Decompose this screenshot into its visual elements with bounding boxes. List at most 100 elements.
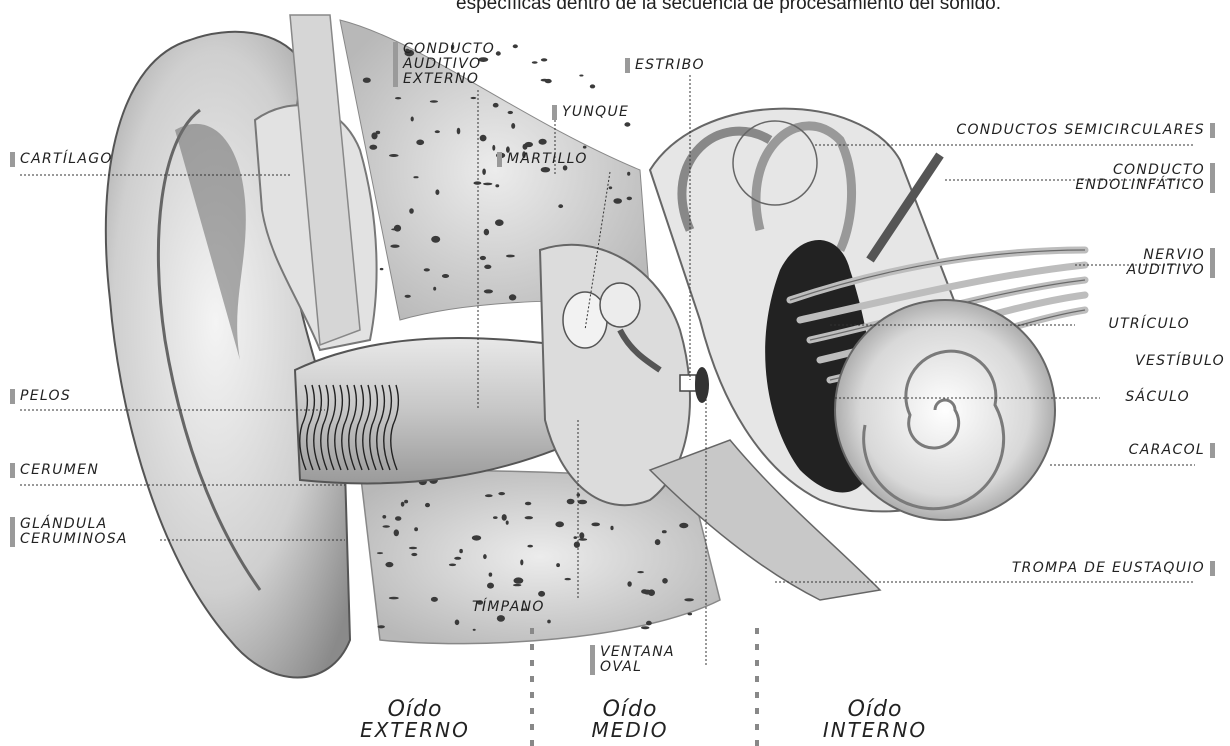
bone-speckle [578,538,587,540]
bone-speckle [411,117,414,122]
bone-speckle [487,583,494,589]
bone-speckle [574,536,578,539]
bone-speckle [497,615,505,622]
label-glandula-ceruminosa: GLÁNDULA CERUMINOSA [10,517,128,547]
bone-speckle [624,122,630,126]
bone-speckle [627,197,632,201]
bone-speckle [525,502,531,506]
label-timpano: TÍMPANO [472,600,545,615]
bone-speckle [525,142,533,147]
bone-speckle [578,500,587,505]
bone-speckle [579,75,583,77]
bone-speckle [556,563,560,567]
bone-speckle [425,503,430,507]
label-ventana-oval: VENTANA OVAL [590,645,675,675]
section-oido-medio: Oído MEDIO [565,700,695,740]
bone-speckle [541,167,550,172]
bone-speckle [409,547,417,549]
bone-speckle [579,532,584,539]
bone-speckle [395,516,401,521]
bone-speckle [662,578,668,584]
bone-speckle [431,236,440,243]
bone-speckle [459,549,463,553]
label-line: AUDITIVO [1127,262,1205,278]
label-line: OVAL [600,659,642,675]
bone-speckle [541,79,549,82]
bone-speckle [489,573,493,577]
bone-speckle [511,123,515,129]
bone-speckle [558,204,563,208]
bone-speckle [435,130,440,133]
bone-speckle [520,559,523,565]
bone-speckle [480,256,486,260]
section-name: MEDIO [565,720,695,740]
bone-speckle [472,535,481,540]
bone-speckle [509,294,516,300]
label-conductos-semicirculares: CONDUCTOS SEMICIRCULARES [885,123,1215,138]
figure-caption: específicas dentro de la secuencia de pr… [456,0,1216,15]
bone-speckle [646,621,652,626]
section-word: Oído [565,700,695,720]
bone-speckle [613,198,622,204]
bone-speckle [610,526,613,530]
section-word: Oído [800,700,950,720]
bone-speckle [377,552,383,554]
bone-speckle [413,176,418,178]
bone-speckle [547,620,551,624]
bone-speckle [457,128,461,135]
bone-speckle [567,499,575,505]
bone-speckle [455,620,460,626]
bone-speckle [679,523,688,528]
bone-speckle [492,145,495,151]
label-line: AUDITIVO [403,56,481,72]
bone-speckle [394,225,401,232]
bone-speckle [385,562,393,567]
bone-speckle [401,502,405,507]
label-saculo: SÁCULO [1080,390,1190,405]
bone-speckle [484,229,489,236]
label-pelos: PELOS [10,389,71,404]
bone-speckle [449,564,456,567]
bone-speckle [424,268,430,271]
bone-speckle [590,84,595,88]
bone-speckle [484,265,491,269]
bone-speckle [404,500,408,504]
label-line: ENDOLINFÁTICO [1075,177,1205,193]
label-yunque: YUNQUE [552,105,629,120]
bone-speckle [435,189,439,195]
section-oido-externo: Oído EXTERNO [340,700,490,740]
label-line: EXTERNO [403,71,479,87]
label-utriculo: UTRÍCULO [1070,317,1190,332]
bone-speckle [442,274,449,278]
label-cartilago: CARTÍLAGO [10,152,113,167]
bone-speckle [411,553,417,556]
bone-speckle [495,184,499,187]
label-martillo: MARTILLO [497,152,588,167]
bone-speckle [513,584,521,586]
bone-speckle [508,111,513,114]
bone-speckle [409,208,414,214]
bone-speckle [371,132,377,139]
bone-speckle [454,557,461,560]
bone-speckle [655,539,661,545]
bone-speckle [473,629,476,631]
label-nervio-auditivo: NERVIO AUDITIVO [1075,248,1215,278]
bone-speckle [498,492,505,495]
label-conducto-endolinfatico: CONDUCTO ENDOLINFÁTICO [985,163,1215,193]
label-line: NERVIO [1143,247,1205,263]
bone-speckle [471,97,477,99]
bone-speckle [383,525,390,527]
bone-speckle [395,97,401,99]
bone-speckle [431,597,438,602]
bone-speckle [641,626,649,629]
bone-speckle [525,516,533,519]
bone-speckle [555,521,564,527]
bone-speckle [541,58,547,61]
bone-speckle [493,103,499,108]
bone-speckle [394,529,399,536]
label-line: VENTANA [600,644,675,660]
bone-speckle [414,527,418,531]
label-line: CONDUCTO [1113,162,1205,178]
bone-speckle [483,183,492,186]
